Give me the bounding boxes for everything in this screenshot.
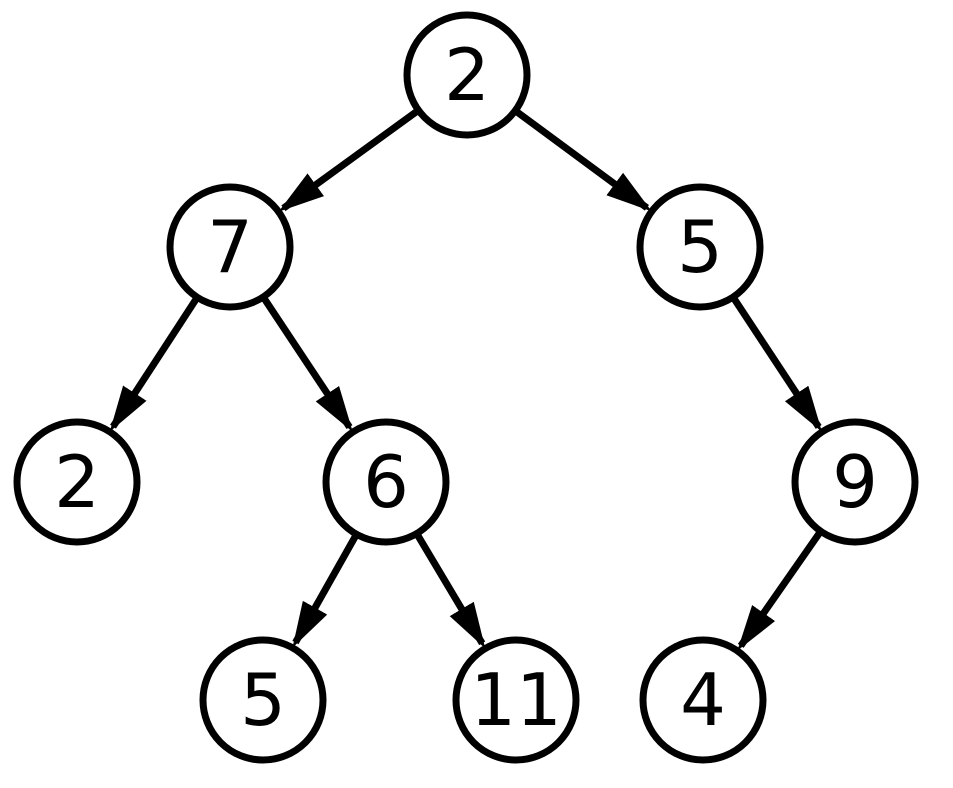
tree-node-LRL: 5 [199,636,327,764]
tree-node-RRL: 4 [639,636,767,764]
tree-node-LRR: 11 [452,636,580,764]
tree-node-RR: 9 [791,418,919,546]
tree-edge-L-LR [260,295,353,433]
node-circle [639,636,767,764]
node-circle [636,183,764,311]
node-circle [13,418,141,546]
tree-edge-R-RR [730,295,822,432]
node-label: 7 [207,205,253,289]
edge-layer [109,107,824,651]
tree-edge-L-LL [109,295,201,432]
tree-node-L: 7 [166,183,294,311]
node-label: 5 [677,205,723,289]
node-label: 2 [54,440,100,524]
node-label: 5 [240,658,286,742]
tree-node-root: 2 [403,11,531,139]
node-label: 4 [680,658,726,742]
node-label: 2 [444,33,490,117]
tree-node-LL: 2 [13,418,141,546]
node-circle [791,418,919,546]
tree-edge-LR-LRR [413,531,486,649]
tree-edge-root-L [278,107,421,212]
node-label: 11 [470,658,562,742]
tree-node-LR: 6 [322,418,450,546]
tree-edge-root-R [513,107,652,212]
tree-node-R: 5 [636,183,764,311]
node-layer: 2 7 5 2 6 9 5 11 4 [13,11,919,764]
node-label: 6 [363,440,409,524]
node-circle [403,11,531,139]
tree-edge-LR-LRL [292,532,360,648]
node-circle [322,418,450,546]
node-circle [166,183,294,311]
node-circle [452,636,580,764]
node-circle [199,636,327,764]
node-label: 9 [832,440,878,524]
tree-edge-RR-RRL [737,529,824,651]
